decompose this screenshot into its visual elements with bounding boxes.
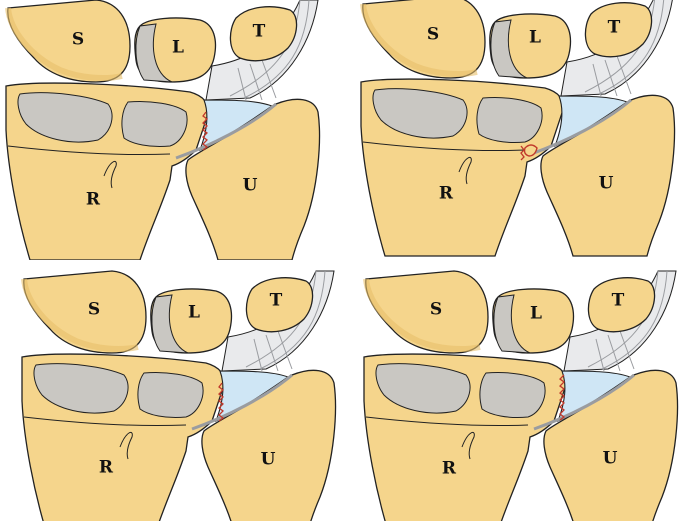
- lunate-cartilage: [151, 294, 189, 354]
- triquetrum-bone: [587, 277, 656, 333]
- panel-top-left: S L T R U: [0, 0, 342, 260]
- label-scaphoid: S: [87, 299, 101, 320]
- label-scaphoid: S: [426, 24, 440, 45]
- scaphoid-fossa: [375, 363, 471, 414]
- ligament-fiber: [229, 0, 301, 97]
- label-lunate: L: [188, 302, 200, 323]
- label-radius: R: [85, 189, 101, 210]
- triquetrum-bone: [245, 277, 314, 333]
- panel-top-right: S L T R U: [343, 0, 685, 260]
- ligament-fiber: [243, 0, 310, 99]
- label-radius: R: [98, 457, 114, 478]
- scaphoid-shade: [21, 278, 139, 352]
- ligament-fiber: [601, 270, 668, 370]
- label-ulna: U: [242, 175, 258, 196]
- ligament-fiber: [592, 55, 632, 97]
- lunate-cartilage: [493, 294, 531, 354]
- ligament-fiber: [237, 59, 277, 101]
- scaphoid-fossa: [33, 363, 129, 414]
- radius-physeal-line: [23, 416, 187, 427]
- ligament-fiber: [253, 330, 293, 372]
- triquetrum-bone: [229, 6, 298, 62]
- scaphoid-shade: [5, 7, 123, 81]
- wrist-diagram-top-right: [360, 0, 676, 257]
- label-ulna: U: [260, 449, 276, 470]
- label-ulna: U: [598, 173, 614, 194]
- tear-line: [520, 145, 525, 161]
- tear-line: [202, 111, 209, 151]
- lunate-fossa: [121, 101, 188, 147]
- ligament-fiber: [245, 270, 317, 368]
- radius-notch-mark: [119, 431, 133, 460]
- label-scaphoid: S: [429, 299, 443, 320]
- tfcc-ligament-edge: [530, 98, 632, 156]
- label-radius: R: [438, 183, 454, 204]
- label-lunate: L: [529, 27, 541, 48]
- label-ulna: U: [602, 448, 618, 469]
- lunate-fossa: [137, 372, 204, 418]
- radius-physeal-line: [362, 141, 526, 152]
- scaphoid-shade: [363, 278, 481, 352]
- lunate-fossa: [479, 372, 546, 418]
- tear-line: [559, 374, 566, 421]
- tear-fragment: [523, 144, 538, 157]
- ligament-fiber: [584, 0, 656, 93]
- scaphoid-fossa: [372, 88, 468, 139]
- ligament-fiber: [595, 330, 635, 372]
- label-triquetrum: T: [607, 17, 621, 38]
- lunate-fossa: [476, 97, 543, 143]
- label-lunate: L: [172, 37, 184, 58]
- panel-bottom-left: S L T R U: [0, 261, 342, 521]
- radius-physeal-line: [365, 416, 529, 427]
- label-scaphoid: S: [71, 29, 85, 50]
- scaphoid-shade: [360, 3, 478, 77]
- label-triquetrum: T: [269, 290, 283, 311]
- wrist-diagram-bottom-left: [21, 270, 337, 521]
- label-lunate: L: [530, 303, 542, 324]
- lunate-cartilage: [135, 23, 173, 83]
- radius-notch-mark: [103, 160, 117, 189]
- radius-notch-mark: [458, 156, 472, 185]
- lunate-cartilage: [490, 19, 528, 79]
- tfcc-ligament-edge: [191, 373, 293, 431]
- tfcc-ligament-edge: [175, 102, 277, 160]
- ligament-fiber: [598, 0, 665, 95]
- ligament-fiber: [259, 270, 326, 370]
- label-radius: R: [441, 458, 457, 479]
- tfcc-ligament-edge: [533, 373, 635, 431]
- radius-physeal-line: [7, 145, 171, 156]
- label-triquetrum: T: [611, 290, 625, 311]
- scaphoid-fossa: [17, 92, 113, 143]
- panel-bottom-right: S L T R U: [343, 261, 685, 521]
- triquetrum-bone: [584, 2, 653, 58]
- label-triquetrum: T: [252, 21, 266, 42]
- ligament-fiber: [587, 270, 659, 368]
- tear-line: [218, 382, 225, 422]
- wrist-diagram-top-left: [5, 0, 321, 260]
- radius-notch-mark: [461, 431, 475, 460]
- wrist-diagram-bottom-right: [363, 270, 679, 521]
